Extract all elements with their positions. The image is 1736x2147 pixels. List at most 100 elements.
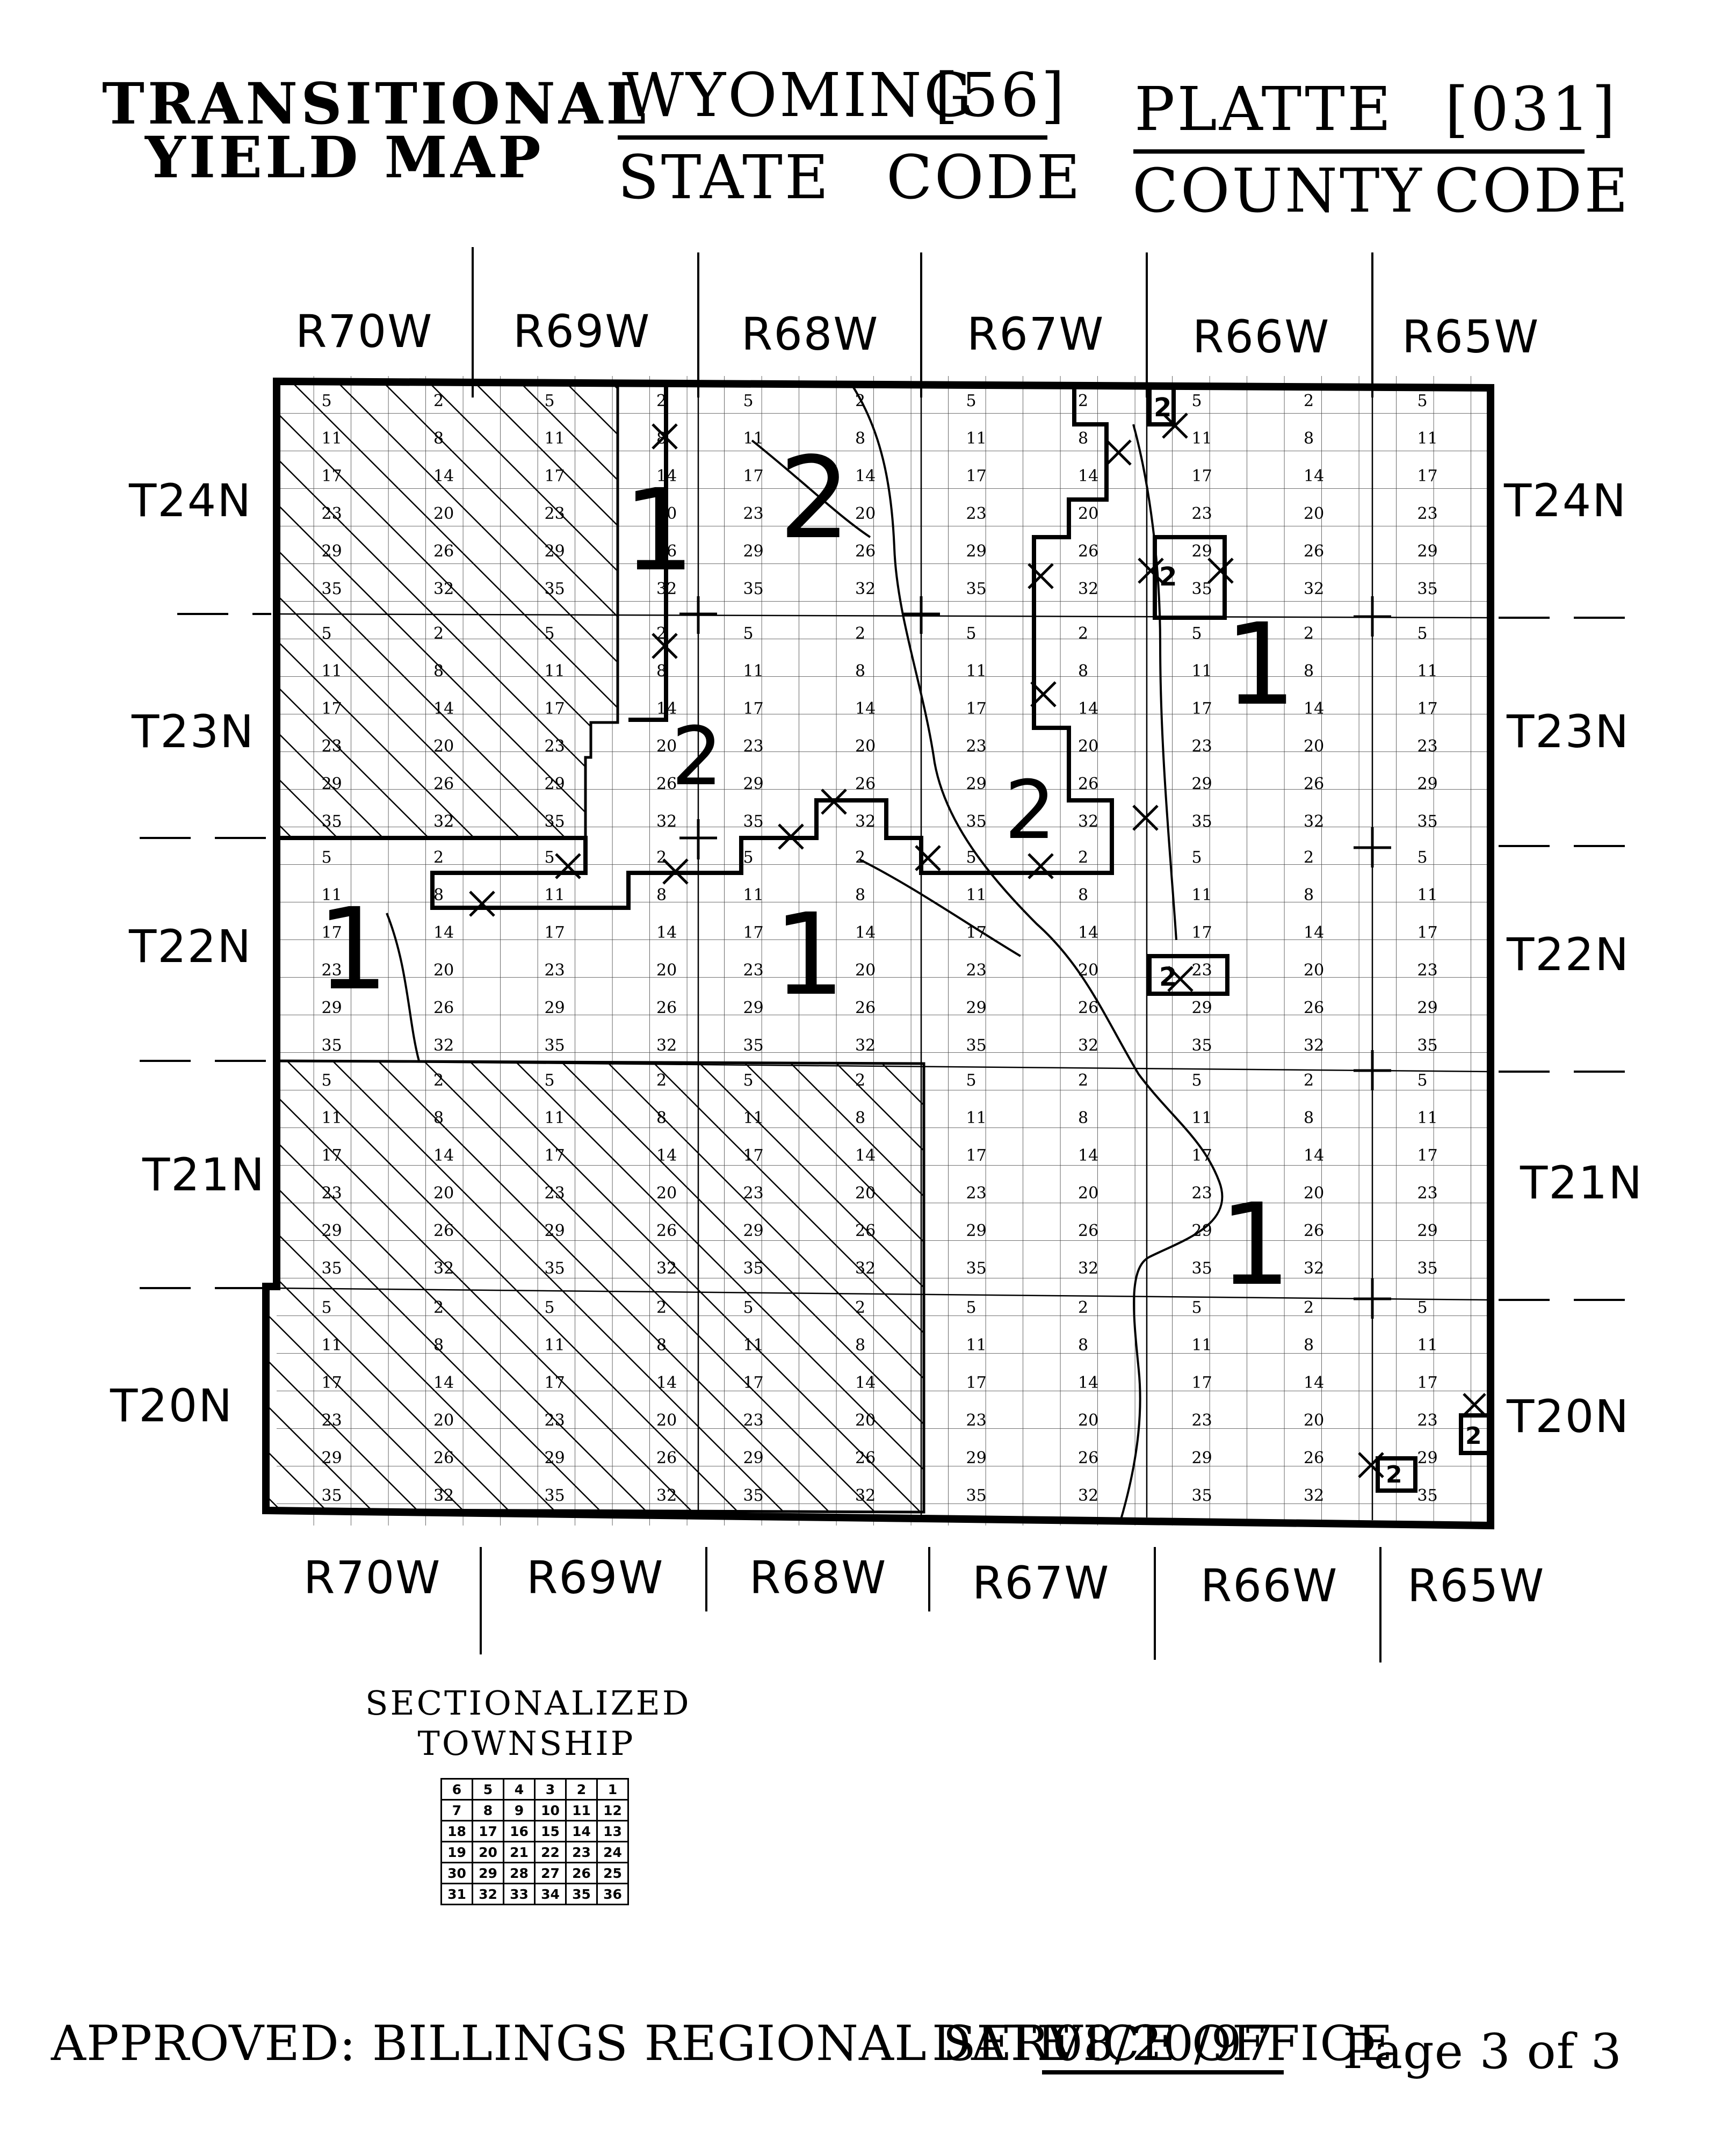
section-number: 26: [855, 775, 876, 793]
township-label-left-t22n: T22N: [129, 920, 252, 973]
section-number: 5: [322, 848, 332, 867]
section-number: 14: [855, 1146, 876, 1165]
section-number: 5: [545, 1298, 555, 1317]
section-number: 5: [1192, 1071, 1202, 1090]
section-number: 5: [1192, 624, 1202, 643]
section-number: 5: [743, 848, 754, 867]
section-number: 32: [656, 1486, 677, 1505]
section-number: 26: [855, 1221, 876, 1240]
section-number: 35: [1192, 1486, 1212, 1505]
section-number: 8: [1304, 886, 1314, 905]
section-number: 35: [1192, 1259, 1212, 1278]
section-number: 8: [855, 1336, 865, 1355]
section-number: 32: [656, 812, 677, 831]
section-number: 35: [545, 1486, 565, 1505]
section-number: 17: [743, 1373, 764, 1392]
section-number: 26: [1078, 775, 1098, 793]
section-number: 11: [743, 886, 764, 905]
section-number: 17: [1417, 1373, 1438, 1392]
section-number: 8: [433, 662, 444, 681]
legend-section-cell: 5: [472, 1778, 504, 1801]
section-number: 17: [1192, 467, 1212, 486]
state-label: STATE: [618, 143, 831, 213]
section-number: 2: [433, 392, 444, 410]
section-number: 20: [1304, 1184, 1324, 1203]
section-number: 2: [1304, 1298, 1314, 1317]
range-label-top-r65w: R65W: [1402, 310, 1540, 363]
section-number: 32: [1304, 1259, 1324, 1278]
section-number: 35: [743, 812, 764, 831]
section-number: 17: [1417, 699, 1438, 718]
section-number: 32: [1078, 1486, 1098, 1505]
legend-section-cell: 10: [534, 1799, 567, 1821]
section-number: 23: [322, 737, 342, 756]
section-number: 26: [433, 775, 454, 793]
corner-markers: [679, 596, 1391, 1319]
section-number: 35: [743, 580, 764, 598]
legend-section-cell: 33: [503, 1883, 536, 1905]
section-number: 2: [1304, 392, 1314, 410]
legend-section-cell: 23: [565, 1841, 598, 1863]
section-number: 8: [656, 1336, 667, 1355]
section-number: 2: [656, 1071, 667, 1090]
section-number: 32: [1078, 580, 1098, 598]
section-number: 23: [545, 1411, 565, 1430]
date-value: 08/20/97: [1042, 2020, 1284, 2074]
section-number: 5: [1417, 848, 1428, 867]
section-number: 8: [433, 886, 444, 905]
section-number: 17: [545, 467, 565, 486]
section-number: 23: [545, 504, 565, 523]
section-number: 2: [433, 1298, 444, 1317]
section-number: 23: [1417, 1411, 1438, 1430]
legend-section-cell: 16: [503, 1820, 536, 1842]
section-number: 17: [966, 923, 987, 942]
zone-label-2-box-t24n: 2: [1154, 393, 1171, 423]
section-number: 5: [743, 392, 754, 410]
section-number: 8: [433, 429, 444, 448]
section-number: 35: [545, 812, 565, 831]
section-number: 11: [322, 886, 342, 905]
section-number: 5: [1417, 1298, 1428, 1317]
section-number: 20: [656, 1184, 677, 1203]
section-number: 14: [1304, 699, 1324, 718]
legend-section-cell: 21: [503, 1841, 536, 1863]
section-number: 14: [433, 923, 454, 942]
section-number: 11: [743, 1336, 764, 1355]
zone-label-2-box-t20n-r65w: 2: [1386, 1461, 1402, 1488]
section-number: 32: [1078, 812, 1098, 831]
section-number: 11: [1192, 662, 1212, 681]
section-number: 14: [1078, 923, 1098, 942]
range-label-top-r70w: R70W: [295, 305, 433, 358]
section-number: 20: [855, 1184, 876, 1203]
section-number: 29: [1417, 775, 1438, 793]
legend-section-cell: 19: [440, 1841, 473, 1863]
section-number: 5: [966, 848, 977, 867]
county-code-label: CODE: [1434, 156, 1631, 226]
section-number: 23: [966, 504, 987, 523]
section-number: 17: [743, 699, 764, 718]
legend-section-cell: 20: [472, 1841, 504, 1863]
section-number: 8: [656, 662, 667, 681]
section-number: 11: [1192, 1109, 1212, 1127]
section-number: 11: [322, 1109, 342, 1127]
section-number: 5: [322, 392, 332, 410]
section-number: 20: [1304, 961, 1324, 980]
river-lines: [386, 383, 1224, 1523]
section-number: 35: [1417, 580, 1438, 598]
section-number: 23: [1192, 961, 1212, 980]
section-number: 32: [855, 580, 876, 598]
section-number: 2: [1078, 624, 1088, 643]
section-number: 29: [322, 1221, 342, 1240]
section-number: 8: [1078, 886, 1088, 905]
section-number: 2: [1078, 1071, 1088, 1090]
section-number: 20: [855, 961, 876, 980]
section-number: 26: [855, 1449, 876, 1468]
section-number: 11: [1192, 1336, 1212, 1355]
section-number: 5: [322, 624, 332, 643]
section-number: 11: [966, 662, 987, 681]
